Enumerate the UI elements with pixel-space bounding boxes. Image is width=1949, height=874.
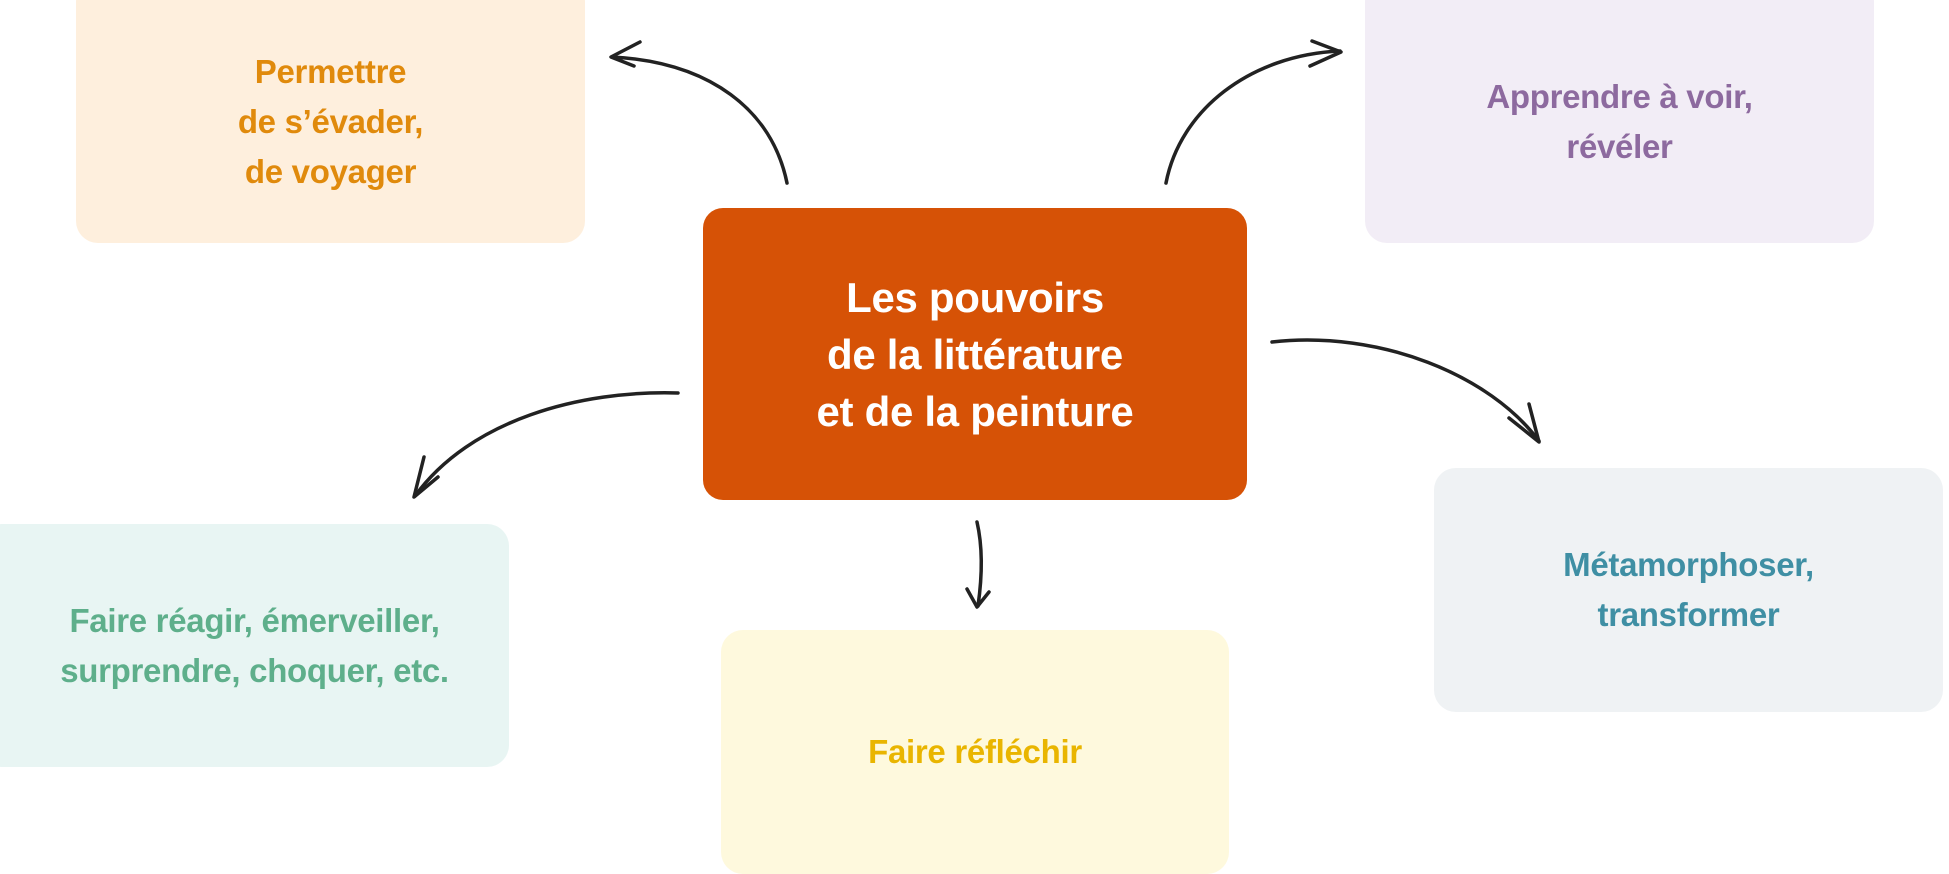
arrowhead-icon [412, 455, 440, 499]
branch-label: Permettre de s’évader, de voyager [237, 52, 424, 190]
branch-label: Apprendre à voir, révéler [1486, 77, 1753, 165]
branch-reflechir: Faire réfléchir [721, 630, 1229, 874]
arrow-to-voir [1164, 49, 1342, 185]
arrowhead-icon [609, 40, 642, 68]
branch-label: Métamorphoser, transformer [1563, 546, 1814, 633]
arrowhead-icon [1507, 402, 1541, 444]
branch-label: Faire réagir, émerveiller, surprendre, c… [60, 601, 449, 689]
arrow-to-metamorphoser [1270, 338, 1541, 443]
arrowhead-icon [1308, 39, 1343, 68]
branch-voir: Apprendre à voir, révéler [1365, 0, 1874, 243]
branch-label: Faire réfléchir [868, 733, 1082, 770]
arrow-to-evasion [610, 55, 789, 185]
central-topic: Les pouvoirs de la littérature et de la … [703, 208, 1247, 500]
central-topic-label: Les pouvoirs de la littérature et de la … [816, 273, 1134, 435]
arrow-to-reagir [413, 391, 680, 498]
arrow-to-reflechir [975, 520, 983, 608]
branch-reagir: Faire réagir, émerveiller, surprendre, c… [0, 524, 509, 767]
branch-metamorphoser: Métamorphoser, transformer [1434, 468, 1943, 712]
arrowhead-icon [965, 587, 991, 609]
branch-evasion: Permettre de s’évader, de voyager [76, 0, 585, 243]
